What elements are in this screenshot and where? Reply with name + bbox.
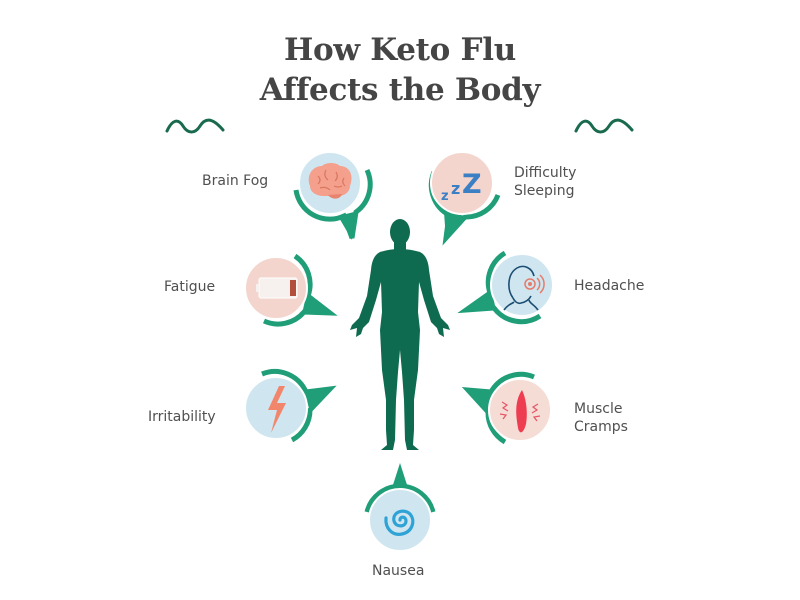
svg-text:z: z — [441, 189, 449, 204]
label-difficulty-sleeping-line1: Difficulty — [514, 165, 577, 181]
label-fatigue: Fatigue — [164, 279, 216, 295]
title-line-2: Affects the Body — [259, 72, 541, 108]
label-muscle-cramps-line2: Cramps — [574, 419, 628, 435]
svg-text:Z: Z — [462, 169, 482, 200]
brain-icon — [308, 163, 352, 199]
symptom-irritability — [244, 369, 337, 443]
label-irritability: Irritability — [148, 409, 216, 425]
wave-left-icon — [165, 118, 225, 134]
label-difficulty-sleeping: Difficulty Sleeping — [514, 164, 576, 200]
wave-right-icon — [574, 118, 634, 134]
zzz-icon: z z Z — [441, 169, 482, 204]
title-line-1: How Keto Flu — [284, 32, 516, 68]
muscle-icon — [499, 390, 541, 433]
label-muscle-cramps-line1: Muscle — [574, 401, 623, 417]
symptom-muscle-cramps — [461, 371, 552, 445]
label-muscle-cramps: Muscle Cramps — [574, 400, 628, 436]
symptom-fatigue — [244, 253, 338, 327]
label-difficulty-sleeping-line2: Sleeping — [514, 183, 575, 199]
symptom-brain-fog — [293, 151, 373, 240]
low-battery-icon — [256, 277, 298, 299]
symptom-nausea — [364, 463, 436, 552]
spiral-icon — [384, 509, 415, 536]
page-title: How Keto Flu Affects the Body — [0, 30, 800, 110]
label-brain-fog: Brain Fog — [202, 173, 269, 189]
headache-icon — [503, 265, 545, 311]
symptom-difficulty-sleeping: z z Z — [428, 151, 501, 246]
lightning-icon — [268, 386, 286, 433]
svg-text:z: z — [451, 179, 460, 198]
human-body-icon — [350, 219, 450, 450]
label-headache: Headache — [574, 278, 645, 294]
symptom-headache — [457, 250, 554, 325]
label-nausea: Nausea — [372, 563, 425, 579]
